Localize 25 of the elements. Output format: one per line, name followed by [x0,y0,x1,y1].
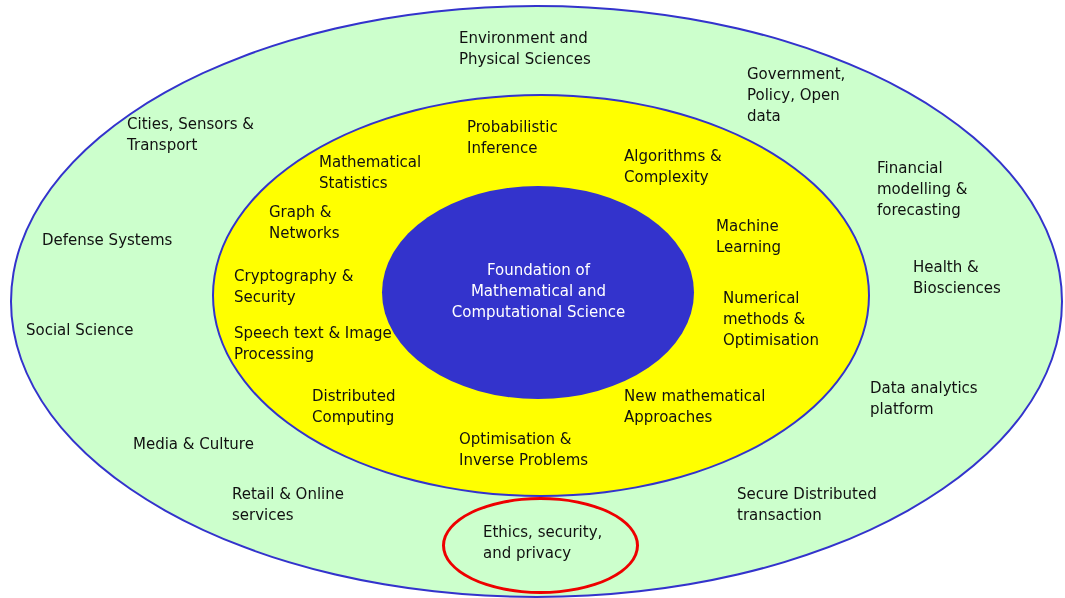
topic-label: Defense Systems [42,230,174,251]
topic-label: Speech text & Image Processing [234,323,392,365]
topic-label: Secure Distributed transaction [737,484,878,526]
topic-label: New mathematical Approaches [624,386,767,428]
topic-label: Health & Biosciences [913,257,1002,299]
topic-label: Data analytics platform [870,378,979,420]
topic-label: Optimisation & Inverse Problems [459,429,590,471]
topic-label: Financial modelling & forecasting [877,158,969,221]
topic-label: Social Science [26,320,135,341]
topic-label: Algorithms & Complexity [624,146,723,188]
topic-label: Numerical methods & Optimisation [723,288,820,351]
topic-label: Government, Policy, Open data [747,64,847,127]
topic-label: Foundation of Mathematical and Computational Science [450,260,627,323]
topic-label: Cities, Sensors & Transport [127,114,255,156]
topic-label: Distributed Computing [312,386,397,428]
topic-label: Media & Culture [133,434,255,455]
topic-label: Graph & Networks [269,202,341,244]
topic-label: Cryptography & Security [234,266,355,308]
topic-label: Machine Learning [716,216,783,258]
highlight-circle [442,497,639,594]
topic-label: Probabilistic Inference [467,117,559,159]
topic-label: Retail & Online services [232,484,345,526]
topic-label: Mathematical Statistics [319,152,423,194]
topic-label: Environment and Physical Sciences [459,28,592,70]
topic-label: Ethics, security, and privacy [483,522,604,564]
